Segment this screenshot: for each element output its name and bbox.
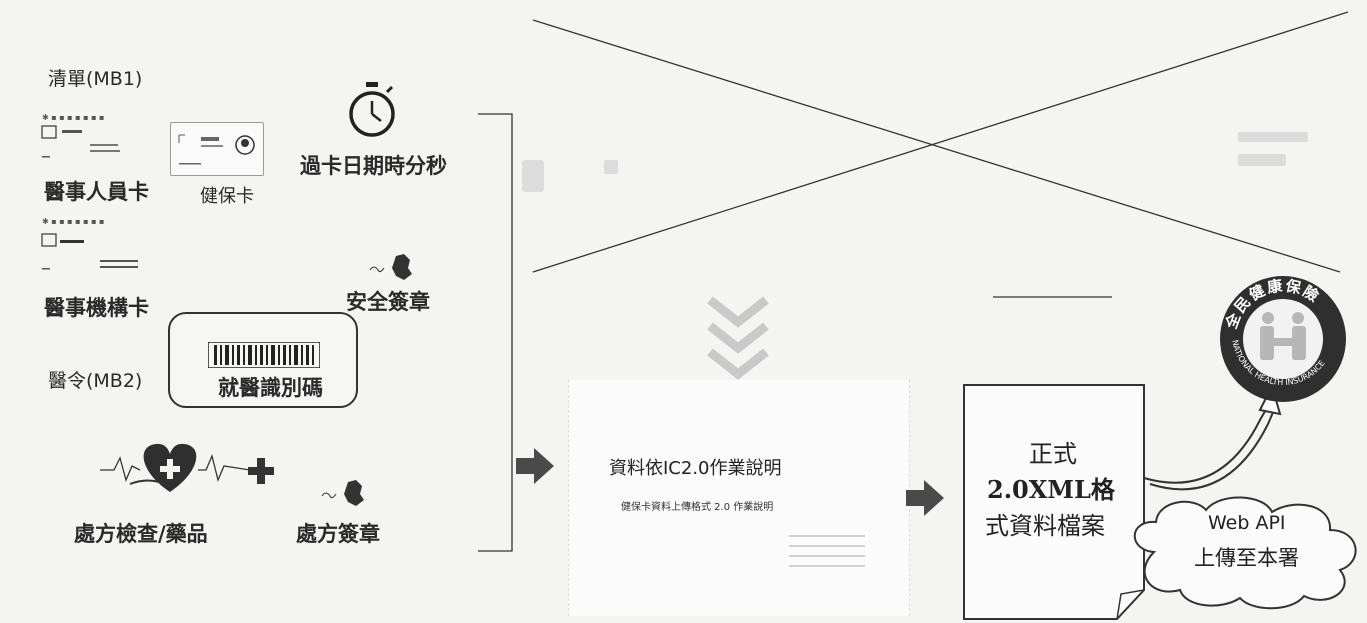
plus-icon bbox=[246, 456, 276, 486]
down-chevrons-icon bbox=[706, 296, 770, 380]
doc-subtitle: 健保卡資料上傳格式 2.0 作業說明 bbox=[621, 502, 774, 513]
doc-title: 資料依IC2.0作業說明 bbox=[609, 458, 782, 479]
mb2-label: 醫令(MB2) bbox=[48, 370, 143, 392]
visit-id-label: 就醫識別碼 bbox=[218, 376, 323, 400]
flow-arrow-2-icon bbox=[906, 480, 946, 516]
visit-id-box: 就醫識別碼 bbox=[168, 312, 358, 408]
nhi-logo: 全民健康保險 NATIONAL HEALTH INSURANCE bbox=[1218, 274, 1348, 404]
institution-card-image: ✱ ▪ ▪ ▪ ▪ ▪ ▪ ▪ bbox=[40, 214, 150, 274]
prescription-seal-label: 處方簽章 bbox=[296, 522, 380, 546]
svg-text:✱ ▪ ▪ ▪ ▪ ▪ ▪ ▪: ✱ ▪ ▪ ▪ ▪ ▪ ▪ ▪ bbox=[42, 217, 104, 226]
xml-file-document: 正式 2.0XML格 式資料檔案 bbox=[963, 384, 1145, 620]
security-seal-stamp-icon bbox=[366, 250, 416, 282]
heart-ecg-icon bbox=[100, 436, 251, 496]
ic-spec-document: 資料依IC2.0作業說明 健保卡資料上傳格式 2.0 作業說明 bbox=[568, 380, 910, 616]
flow-arrow-1-icon bbox=[516, 448, 556, 484]
stopwatch-icon bbox=[344, 80, 400, 140]
xml-file-line2: 2.0XML格 bbox=[987, 475, 1115, 504]
web-api-cloud: Web API 上傳至本署 bbox=[1124, 490, 1367, 612]
security-seal-label: 安全簽章 bbox=[346, 290, 430, 314]
cloud-line2: 上傳至本署 bbox=[1194, 546, 1299, 570]
prescription-check-label: 處方檢查/藥品 bbox=[74, 522, 208, 546]
mb1-label: 清單(MB1) bbox=[48, 68, 143, 90]
card-time-label: 過卡日期時分秒 bbox=[300, 154, 447, 178]
institution-card-label: 醫事機構卡 bbox=[44, 296, 149, 320]
doc-faded-table bbox=[789, 535, 865, 567]
medical-staff-card-label: 醫事人員卡 bbox=[44, 180, 149, 204]
prescription-seal-stamp-icon bbox=[318, 476, 368, 508]
xml-file-line1: 正式 bbox=[1029, 440, 1077, 468]
nhi-card-image bbox=[170, 122, 264, 176]
svg-text:✱ ▪ ▪ ▪ ▪ ▪ ▪ ▪: ✱ ▪ ▪ ▪ ▪ ▪ ▪ ▪ bbox=[42, 113, 104, 122]
medical-staff-card-image: ✱ ▪ ▪ ▪ ▪ ▪ ▪ ▪ bbox=[40, 110, 160, 172]
nhi-card-label: 健保卡 bbox=[200, 186, 254, 207]
xml-file-line3: 式資料檔案 bbox=[985, 512, 1105, 540]
cloud-line1: Web API bbox=[1208, 512, 1286, 534]
barcode-icon bbox=[208, 342, 320, 368]
